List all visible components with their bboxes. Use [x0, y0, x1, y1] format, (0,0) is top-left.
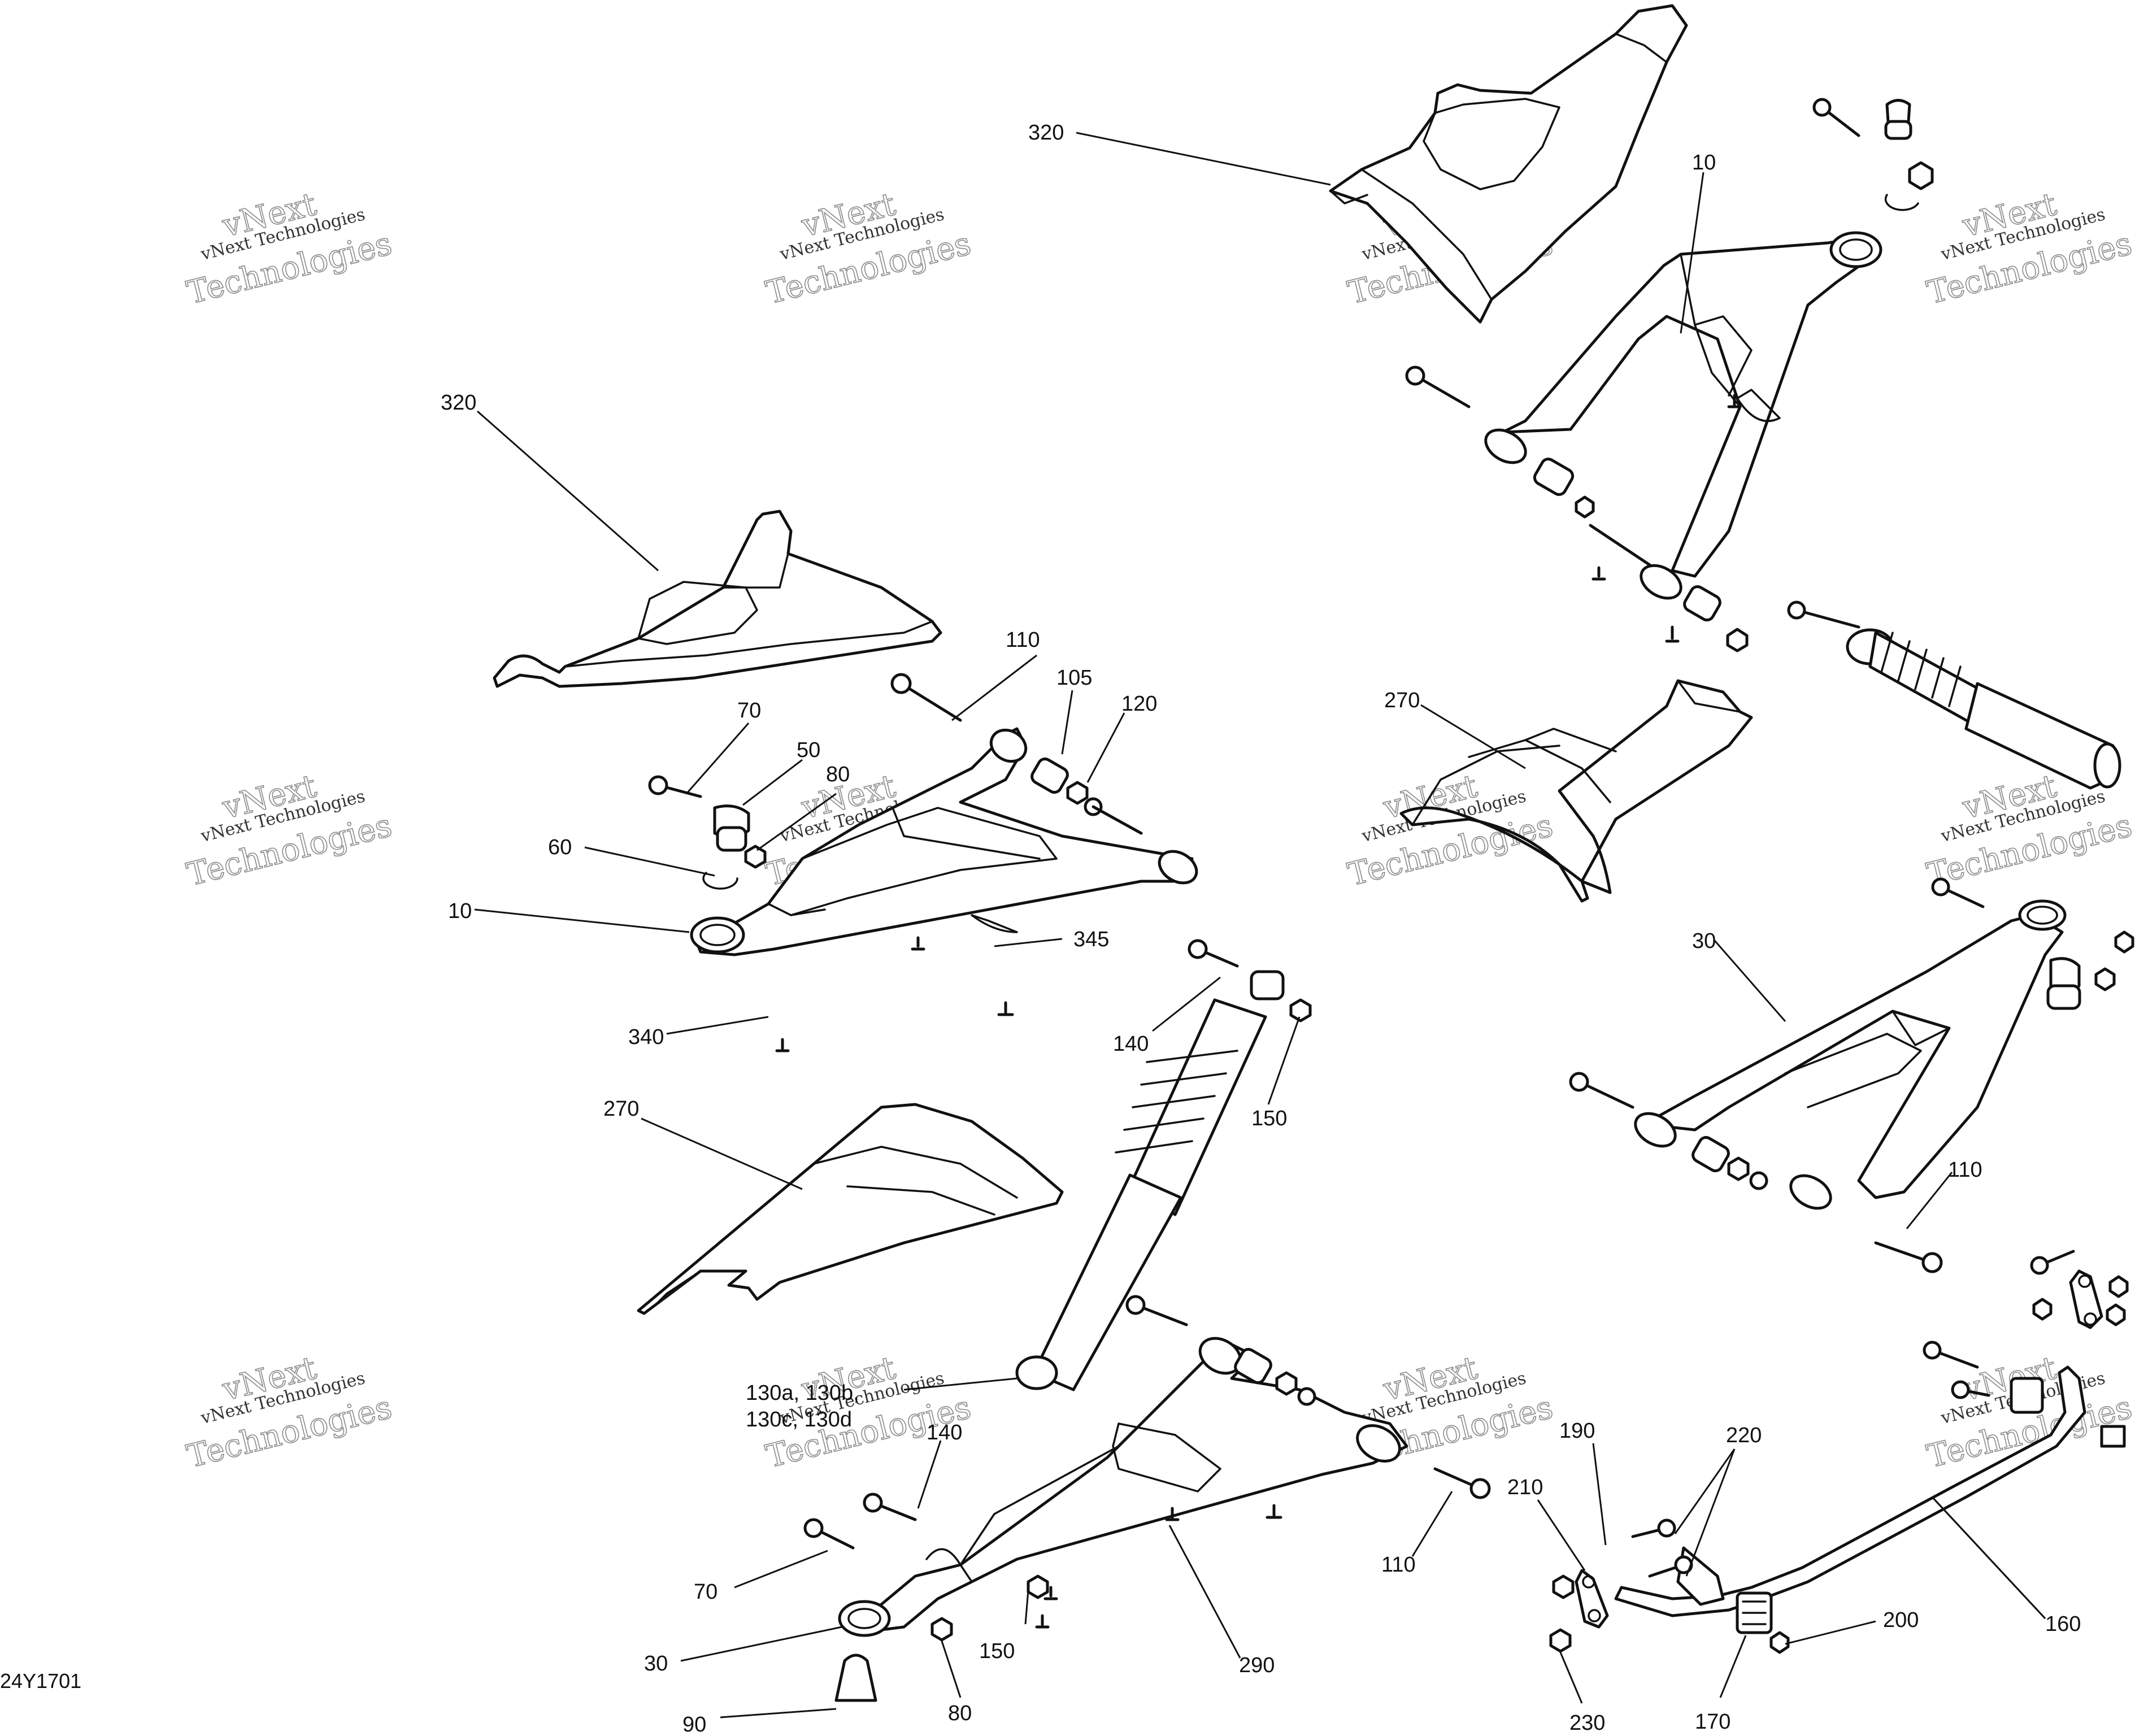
callout-320-top: 320 — [1028, 121, 1064, 145]
hardware-bottom-arm — [803, 1295, 1491, 1702]
link-210 — [1575, 1569, 1609, 1629]
a-arm-10-left — [690, 727, 1198, 956]
document-id: 24Y1701 — [0, 1669, 81, 1693]
callout-345: 345 — [1073, 928, 1109, 951]
callout-340: 340 — [628, 1025, 664, 1049]
watermark-1: vNext Technologies vNext Technologies — [183, 185, 396, 312]
callout-labels: 320 10 320 110 105 120 70 50 80 60 10 34… — [441, 121, 2081, 1736]
callout-150-a: 150 — [1251, 1107, 1287, 1130]
callout-290: 290 — [1239, 1654, 1275, 1677]
callout-190: 190 — [1559, 1419, 1595, 1443]
callout-270-left: 270 — [603, 1097, 639, 1121]
callout-320-left: 320 — [441, 391, 476, 415]
callout-220: 220 — [1726, 1424, 1762, 1447]
watermarks: vNext Technologies vNext Technologies vN… — [183, 185, 2135, 1476]
sway-bar-assembly — [1549, 1250, 2129, 1654]
callout-70-a: 70 — [737, 699, 761, 723]
callout-210: 210 — [1507, 1476, 1543, 1499]
callout-90: 90 — [682, 1713, 706, 1736]
callout-60: 60 — [548, 836, 572, 859]
callout-200: 200 — [1883, 1608, 1919, 1632]
callout-110-b: 110 — [1948, 1158, 1982, 1182]
guard-320-upper-right — [1329, 4, 1688, 324]
guard-270-upper-right — [1399, 679, 1753, 903]
callout-130-line2: 130c, 130d — [746, 1408, 852, 1432]
callout-230: 230 — [1569, 1711, 1605, 1735]
callout-10-left: 10 — [448, 899, 472, 923]
callout-140-a: 140 — [1113, 1032, 1149, 1056]
callout-10-top: 10 — [1692, 151, 1716, 175]
callout-105: 105 — [1056, 666, 1092, 690]
callout-120: 120 — [1121, 692, 1157, 716]
callout-150-b: 150 — [979, 1639, 1015, 1663]
callout-80-a: 80 — [826, 763, 850, 786]
callout-70-b: 70 — [694, 1580, 718, 1604]
shock-absorber-right — [1787, 601, 2121, 790]
callout-130-line1: 130a, 130b, — [746, 1381, 859, 1405]
hardware-right-arm — [1569, 877, 2134, 1273]
hardware-left-arm — [648, 673, 1143, 1052]
hardware-upper-right — [1405, 98, 1934, 652]
callout-170: 170 — [1695, 1710, 1730, 1734]
callout-80-b: 80 — [948, 1702, 972, 1725]
callout-50: 50 — [797, 738, 820, 762]
a-arm-30-bottom — [838, 1337, 1408, 1637]
a-arm-30-right — [1634, 899, 2067, 1210]
callout-270-right: 270 — [1384, 689, 1420, 712]
callout-140-b: 140 — [927, 1421, 962, 1445]
watermark-4: vNext Technologies vNext Technologies — [1923, 185, 2135, 312]
guard-320-left — [493, 510, 942, 688]
watermark-5: vNext Technologies vNext Technologies — [183, 767, 396, 894]
guard-270-left — [637, 1103, 1064, 1315]
leader-lines — [474, 132, 2046, 1718]
watermark-2: vNext Technologies vNext Technologies — [762, 185, 975, 312]
callout-30-bottom: 30 — [644, 1652, 668, 1676]
a-arm-10-upper-right — [1484, 231, 1882, 600]
callout-30-right: 30 — [1692, 929, 1716, 953]
callout-110-a: 110 — [1006, 628, 1040, 652]
callout-110-c: 110 — [1381, 1553, 1416, 1577]
callout-160: 160 — [2045, 1612, 2081, 1636]
watermark-9: vNext Technologies vNext Technologies — [183, 1349, 396, 1476]
shock-absorber-left — [1015, 939, 1312, 1391]
